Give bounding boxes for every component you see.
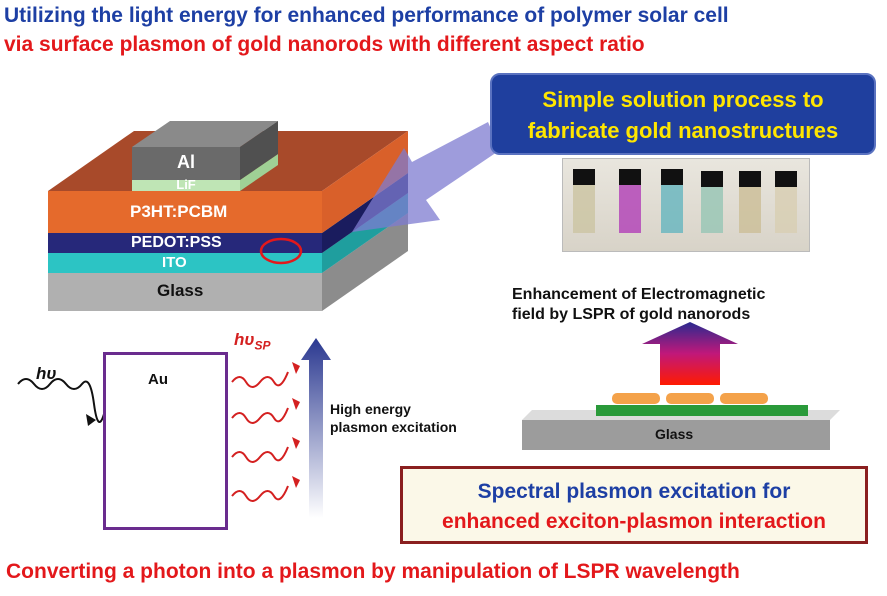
enhancement-line-2: field by LSPR of gold nanorods: [512, 306, 751, 323]
spectral-plasmon-box: Spectral plasmon excitation for enhanced…: [400, 466, 868, 544]
plasmon-waves: [231, 371, 289, 502]
photon-sp-nu: υ: [244, 330, 255, 349]
photon-sp-h: h: [234, 330, 245, 349]
photon-sp-sub: SP: [254, 338, 271, 353]
nanorod: [720, 393, 768, 404]
nanorod: [612, 393, 660, 404]
au-label: Au: [148, 371, 168, 388]
highlight-circle: [259, 237, 303, 265]
photon-wave: [17, 378, 105, 423]
excitation-caption: High energy plasmon excitation: [330, 400, 457, 436]
enhancement-line-1: Enhancement of Electromagnetic: [512, 286, 766, 303]
process-line-1: Simple solution process to: [542, 87, 824, 112]
lif-label: LiF: [176, 177, 196, 192]
spectral-line-2: enhanced exciton-plasmon interaction: [442, 510, 826, 533]
excitation-line-1: High energy: [330, 401, 411, 417]
substrate-stack: [522, 393, 840, 450]
ito-label: ITO: [162, 254, 187, 271]
photon-label: hυ: [36, 364, 56, 384]
spectral-line-1: Spectral plasmon excitation for: [477, 480, 791, 503]
title-line-2: via surface plasmon of gold nanorods wit…: [4, 33, 645, 56]
photon-h: h: [36, 364, 47, 383]
al-electrode: [132, 121, 278, 180]
photon-nu: υ: [46, 364, 57, 383]
substrate-glass-label: Glass: [655, 426, 694, 442]
enhancement-caption: Enhancement of Electromagnetic field by …: [512, 285, 765, 325]
vials-photo: [562, 158, 810, 252]
al-label: Al: [177, 152, 195, 172]
green-film: [596, 405, 808, 416]
nanorod-frame: [103, 352, 228, 530]
title-line-1: Utilizing the light energy for enhanced …: [4, 4, 729, 27]
solution-process-box: Simple solution process to fabricate gol…: [490, 73, 876, 155]
pedot-label: PEDOT:PSS: [131, 234, 222, 251]
excitation-line-2: plasmon excitation: [330, 419, 457, 435]
em-field-arrow: [642, 322, 738, 385]
active-layer-label: P3HT:PCBM: [130, 202, 228, 221]
vials-image: [573, 169, 797, 233]
excitation-arrow: [301, 338, 331, 518]
glass-label: Glass: [157, 281, 204, 300]
pointer-arrow: [352, 122, 500, 232]
lif-layer: [132, 154, 278, 191]
process-line-2: fabricate gold nanostructures: [527, 118, 839, 143]
bottom-caption: Converting a photon into a plasmon by ma…: [6, 560, 740, 583]
photon-sp-label: hυSP: [234, 330, 270, 352]
nanorod: [666, 393, 714, 404]
